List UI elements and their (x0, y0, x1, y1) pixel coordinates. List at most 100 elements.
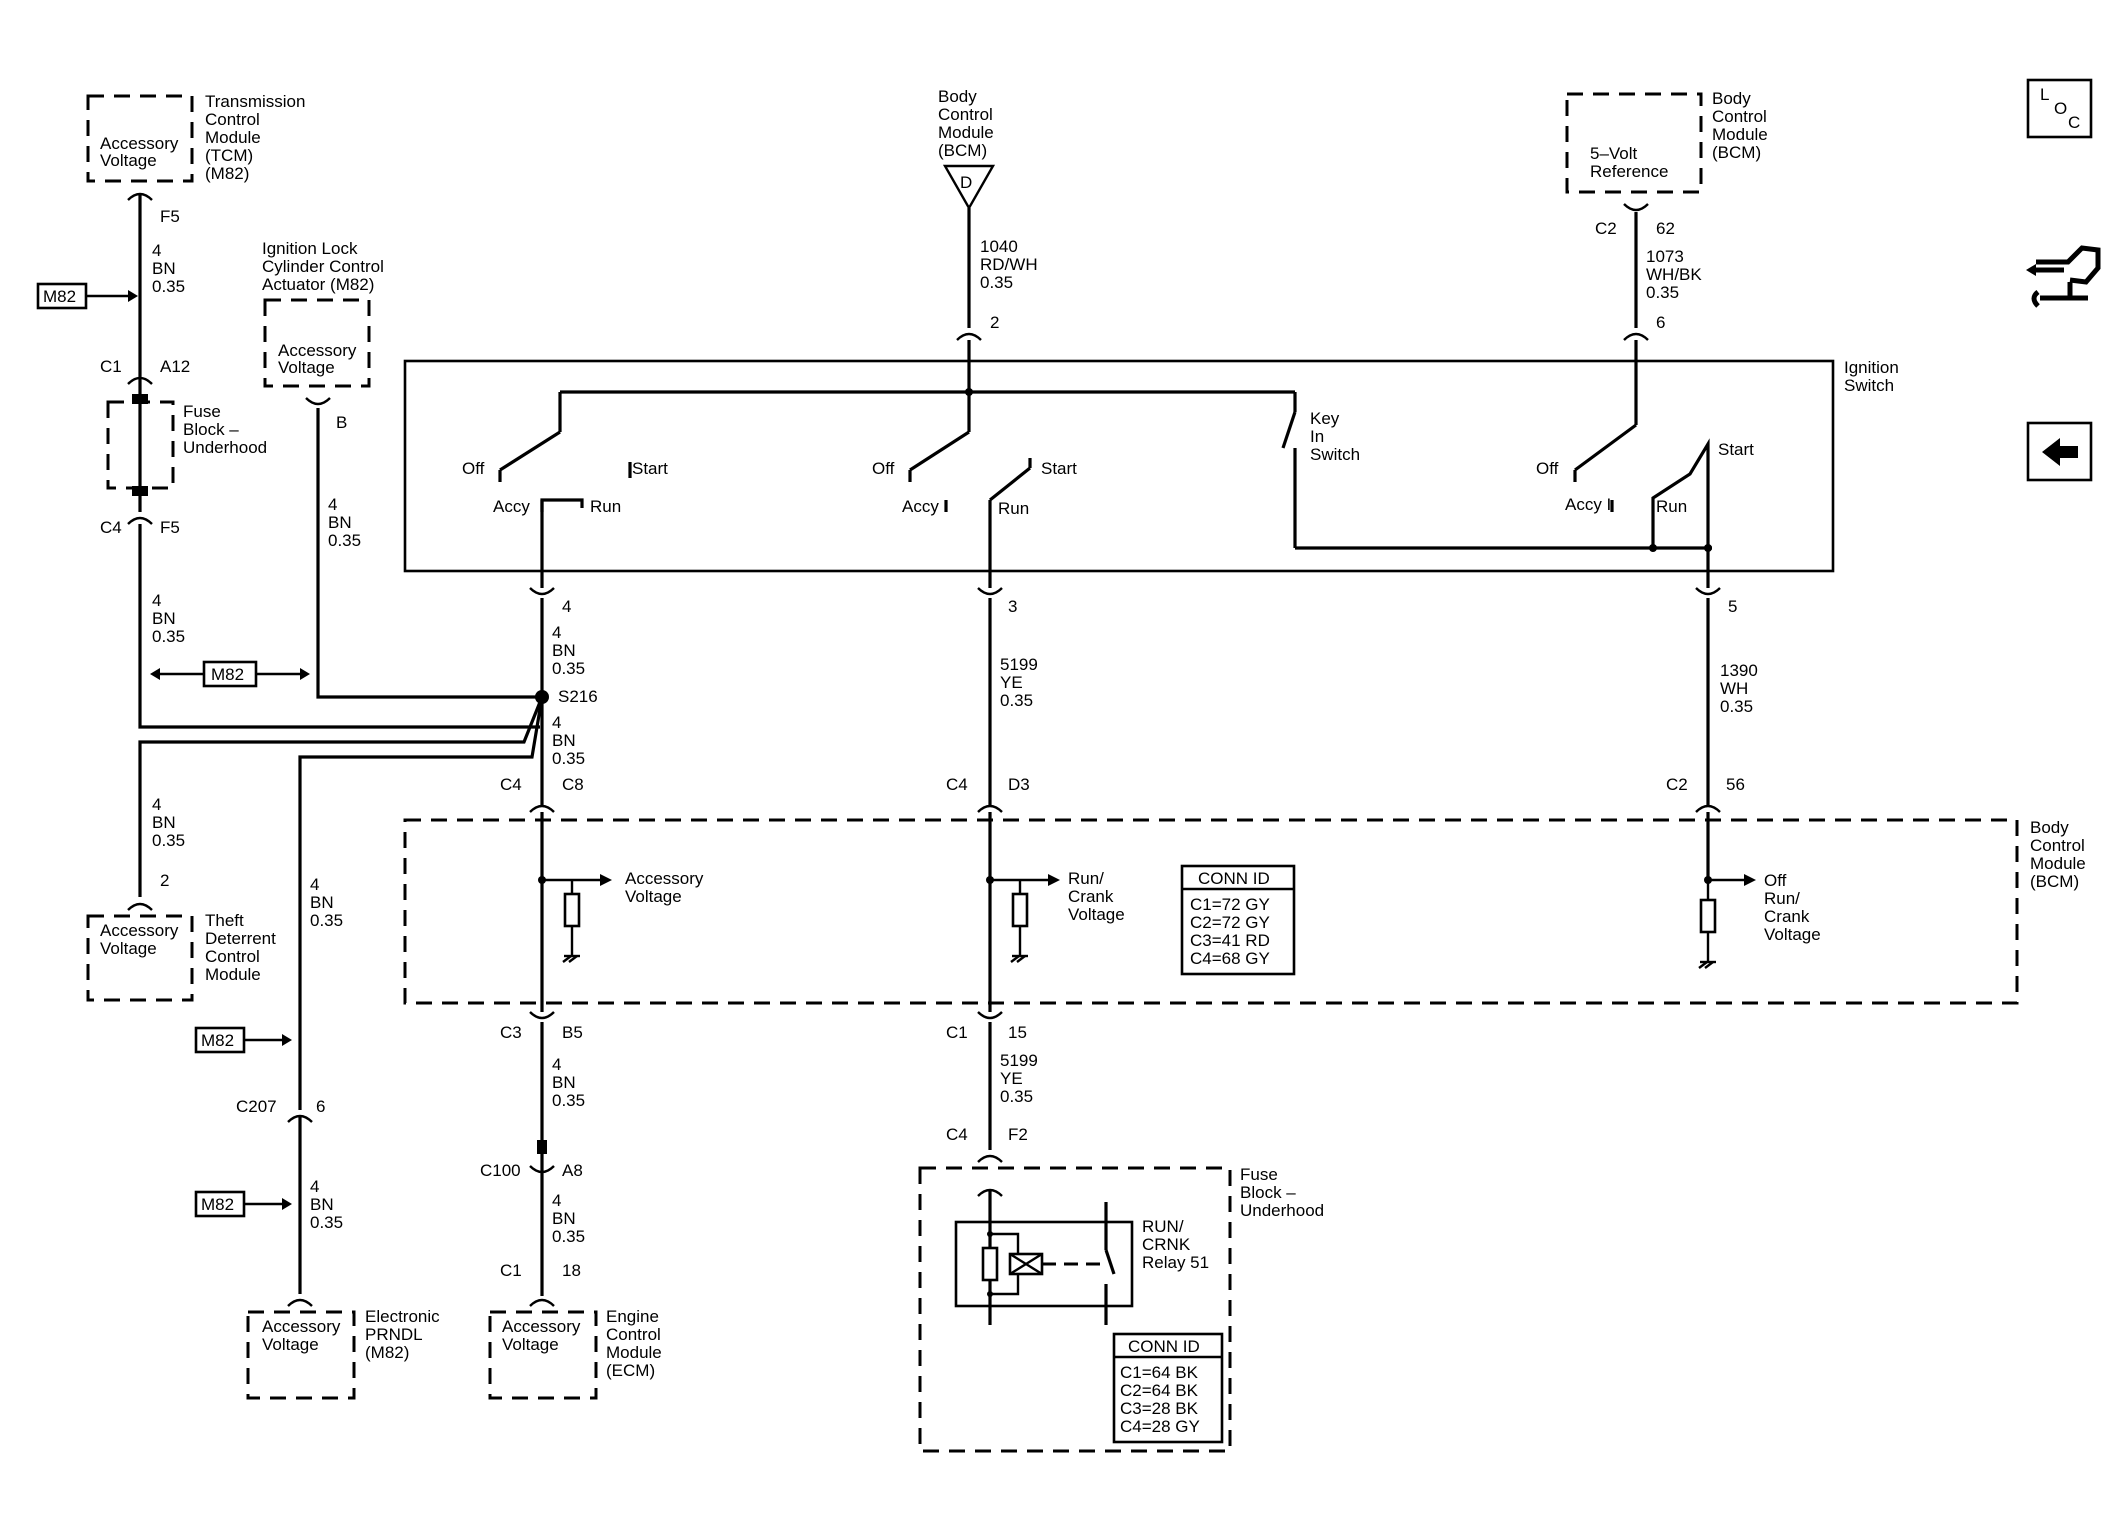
tcm-name-5: (M82) (205, 164, 249, 183)
pin-6b: 6 (316, 1097, 325, 1116)
fuse-bottom-name-1: Fuse (1240, 1165, 1278, 1184)
wire-tcm-2 (138, 524, 540, 729)
pin-b: B (336, 413, 347, 432)
m82-label: M82 (43, 287, 76, 306)
wire-label: 0.35 (152, 277, 185, 296)
wire-label: BN (328, 513, 352, 532)
bcm-main-name-2: Control (2030, 836, 2085, 855)
conn-bcm-row: C3=41 RD (1190, 931, 1270, 950)
prndl-inside-1: Accessory (262, 1317, 341, 1336)
tcm-name-2: Control (205, 110, 260, 129)
bcm-5v-reference: 5–Volt Reference Body Control Module (BC… (1565, 89, 1768, 194)
prndl-inside-2: Voltage (262, 1335, 319, 1354)
pin-c4a: C4 (100, 518, 122, 537)
connector-6 (1623, 332, 1649, 341)
s2-off: Off (872, 459, 895, 478)
pin-c207: C207 (236, 1097, 277, 1116)
m82-tag-2[interactable]: M82 (150, 660, 310, 688)
m82-label: M82 (201, 1031, 234, 1050)
loc-letter: C (2068, 113, 2080, 132)
pin-c4b: C4 (500, 775, 522, 794)
conn-id-bcm: CONN ID C1=72 GY C2=72 GY C3=41 RD C4=68… (1180, 864, 1296, 976)
ecm-name-3: Module (606, 1343, 662, 1362)
conn-fuse-row: C3=28 BK (1120, 1399, 1199, 1418)
bcm-main-name-3: Module (2030, 854, 2086, 873)
wire-label: 4 (152, 795, 161, 814)
s3-start: Start (1718, 440, 1754, 459)
theft-name-4: Module (205, 965, 261, 984)
wire-label: 4 (552, 623, 561, 642)
ilcca-name-2: Cylinder Control (262, 257, 384, 276)
bcm-main-name-1: Body (2030, 818, 2069, 837)
pin-5: 5 (1728, 597, 1737, 616)
wire-label: BN (310, 893, 334, 912)
bcm-tr-name-1: Body (1712, 89, 1751, 108)
pin-a8: A8 (562, 1161, 583, 1180)
wire-label: 0.35 (552, 659, 585, 678)
connector-view-icon[interactable] (2026, 245, 2101, 308)
key-2: In (1310, 427, 1324, 446)
ignition-switch: Ignition Switch Off Start Accy Run Off S… (403, 340, 1899, 588)
pin-b5: B5 (562, 1023, 583, 1042)
wire-label: 0.35 (552, 1227, 585, 1246)
wire-label: 5199 (1000, 655, 1038, 674)
loc-button[interactable]: L O C (2026, 78, 2093, 139)
pin-6: 6 (1656, 313, 1665, 332)
m82-label: M82 (201, 1195, 234, 1214)
conn-id-fuse: CONN ID C1=64 BK C2=64 BK C3=28 BK C4=28… (1112, 1332, 1224, 1444)
pin-62: 62 (1656, 219, 1675, 238)
bcm-tr-name-4: (BCM) (1712, 143, 1761, 162)
wire-label: 1040 (980, 237, 1018, 256)
tcm-name-1: Transmission (205, 92, 305, 111)
connector-2 (956, 332, 982, 341)
loc-letter: L (2040, 85, 2049, 104)
s2-run: Run (998, 499, 1029, 518)
wire-label: RD/WH (980, 255, 1038, 274)
bcm-top-input: Body Control Module (BCM) D (938, 87, 996, 211)
conn-bcm-row: C1=72 GY (1190, 895, 1270, 914)
fuse-bottom-name-2: Block – (1240, 1183, 1296, 1202)
key-3: Switch (1310, 445, 1360, 464)
conn-bcm-row: C2=72 GY (1190, 913, 1270, 932)
wire-label: 1390 (1720, 661, 1758, 680)
pin-56: 56 (1726, 775, 1745, 794)
m82-tag-1[interactable]: M82 (36, 282, 138, 310)
pin-c4d: C4 (946, 1125, 968, 1144)
wire-label: 4 (552, 1191, 561, 1210)
electronic-prndl: Accessory Voltage Electronic PRNDL (M82) (246, 1307, 440, 1400)
wire-label: BN (552, 1209, 576, 1228)
s1-accy: Accy (493, 497, 530, 516)
conn-fuse-row: C2=64 BK (1120, 1381, 1199, 1400)
bcm-top-pin: D (960, 173, 972, 192)
wire-label: 4 (152, 591, 161, 610)
tcm-name-4: (TCM) (205, 146, 253, 165)
wire-label: BN (152, 259, 176, 278)
conn-fuse-row: C4=28 GY (1120, 1417, 1200, 1436)
fuse-block-underhood-top: Fuse Block – Underhood (106, 394, 267, 496)
wire-label: 4 (552, 713, 561, 732)
theft-name-3: Control (205, 947, 260, 966)
pin-f2: F2 (1008, 1125, 1028, 1144)
wire-prndl (298, 696, 544, 1110)
m82-tag-4[interactable]: M82 (194, 1190, 292, 1218)
s3-off: Off (1536, 459, 1559, 478)
pin-3: 3 (1008, 597, 1017, 616)
fuse-block-underhood-bottom: Fuse Block – Underhood RUN/ CRNK Relay 5… (918, 1165, 1324, 1453)
tcm-name-3: Module (205, 128, 261, 147)
ilcca-inside-1: Accessory (278, 341, 357, 360)
ilcca-name-3: Actuator (M82) (262, 275, 374, 294)
back-button[interactable] (2026, 421, 2093, 482)
pin-2-top: 2 (990, 313, 999, 332)
wire-label: 4 (152, 241, 161, 260)
ign-name-2: Switch (1844, 376, 1894, 395)
bcm-top-name-3: Module (938, 123, 994, 142)
bcm-off-3: Crank (1764, 907, 1810, 926)
theft-name-2: Deterrent (205, 929, 276, 948)
pin-c3: C3 (500, 1023, 522, 1042)
ecm-name-1: Engine (606, 1307, 659, 1326)
wire-label: WH (1720, 679, 1748, 698)
bcm-off-4: Voltage (1764, 925, 1821, 944)
m82-tag-3[interactable]: M82 (194, 1026, 292, 1054)
wire-label: 0.35 (152, 627, 185, 646)
